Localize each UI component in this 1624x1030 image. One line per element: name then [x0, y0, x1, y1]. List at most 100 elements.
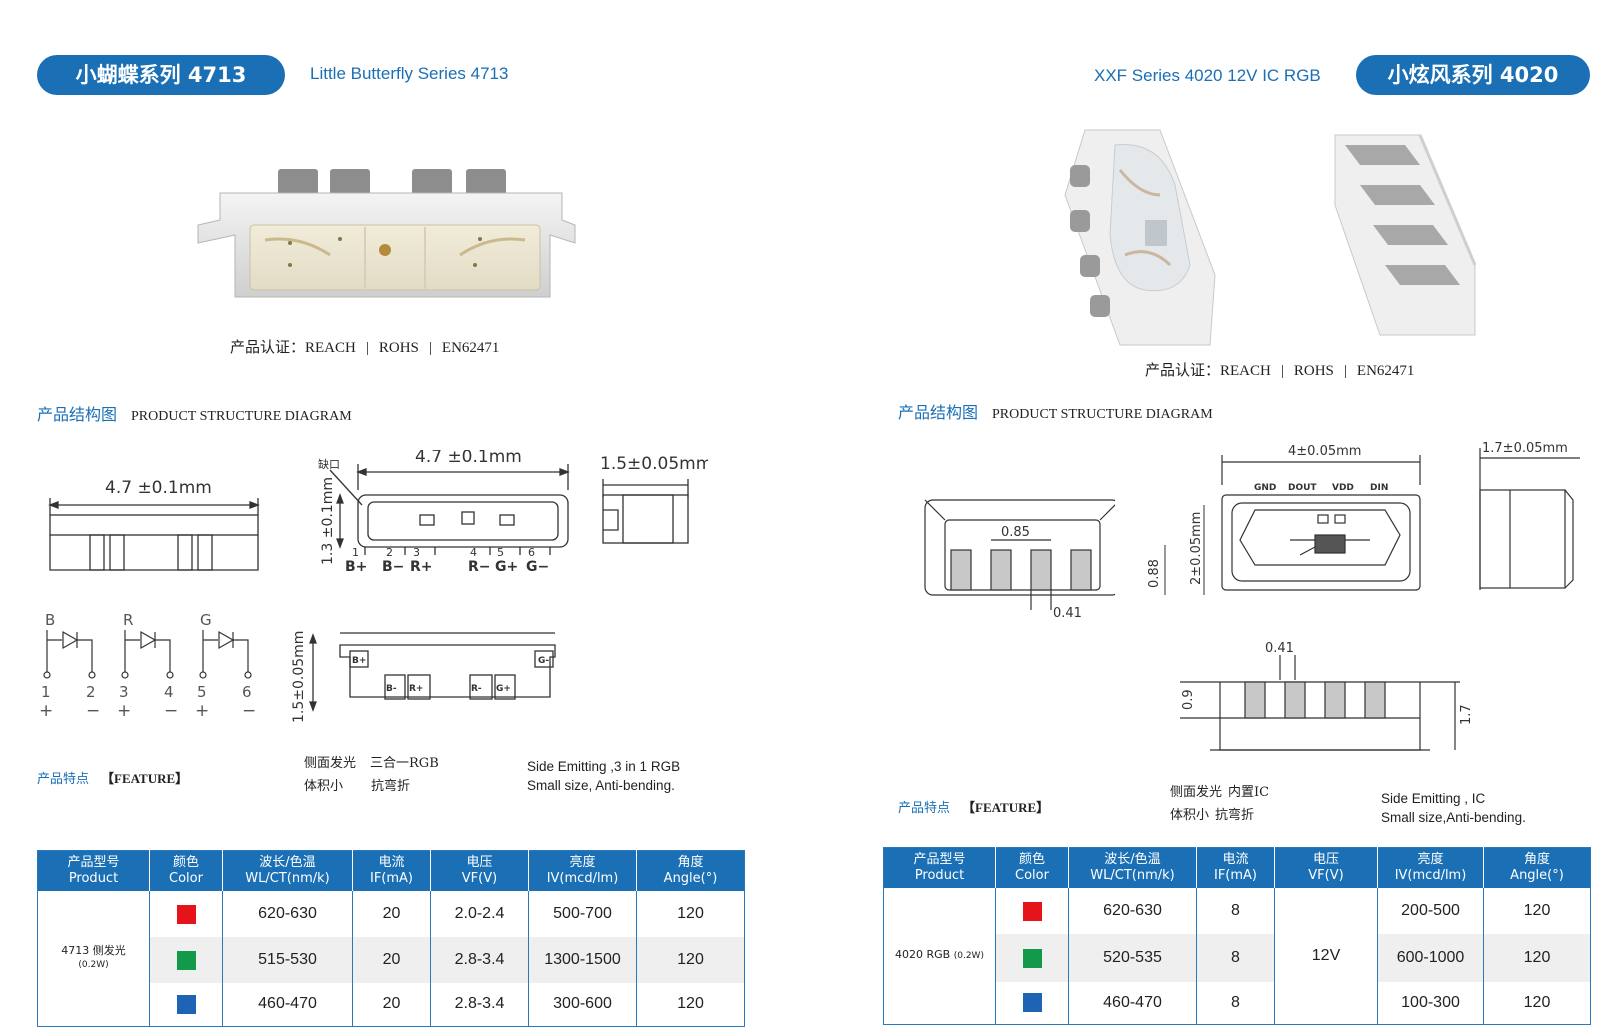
left-feature-cn: 侧面发光三合一RGB 体积小抗弯折	[304, 756, 439, 794]
svg-text:GND: GND	[1254, 483, 1276, 493]
svg-text:DIN: DIN	[1370, 483, 1388, 493]
right-feature-cn: 侧面发光内置IC 体积小抗弯折	[1170, 785, 1270, 823]
left-notch-label: 缺口	[318, 457, 340, 471]
svg-text:B-: B-	[386, 684, 397, 694]
right-top-view-diagram: 4±0.05mm GND DOUT VDD DIN	[1221, 444, 1421, 591]
svg-text:R+: R+	[410, 559, 433, 575]
right-product-image-front	[1064, 129, 1216, 346]
svg-text:−: −	[86, 701, 100, 720]
svg-text:5: 5	[497, 546, 504, 559]
svg-text:5: 5	[197, 683, 207, 701]
svg-text:+: +	[117, 701, 131, 720]
right-product-cell: 4020 RGB (0.2W)	[883, 888, 996, 1024]
svg-text:6: 6	[242, 683, 252, 701]
table-row: 460-470 8 100-300 120	[884, 982, 1591, 1024]
svg-text:B: B	[45, 611, 55, 629]
svg-text:2: 2	[386, 546, 393, 559]
right-pitch-label: 0.85	[1001, 525, 1030, 540]
left-side-width-label: 1.5±0.05mm	[600, 455, 708, 474]
left-certification: 产品认证：REACH|ROHS|EN62471	[230, 338, 500, 356]
color-swatch-blue	[1022, 993, 1042, 1013]
svg-text:6: 6	[528, 546, 535, 559]
left-series-title: 小蝴蝶系列 4713	[37, 55, 285, 95]
right-pad-view-diagram: 0.85 0.41	[924, 499, 1115, 621]
color-swatch-red	[1022, 901, 1042, 921]
table-row: 4020 RGB (0.2W) 620-630 8 12V 200-500 12…	[883, 888, 1591, 1024]
svg-text:R−: R−	[468, 559, 491, 575]
right-product-image-back	[1334, 134, 1477, 336]
svg-text:2±0.05mm: 2±0.05mm	[1189, 512, 1204, 585]
svg-text:B+: B+	[352, 656, 366, 666]
svg-text:−: −	[164, 701, 178, 720]
color-swatch-blue	[176, 994, 196, 1014]
svg-text:3: 3	[119, 683, 129, 701]
color-swatch-red	[176, 904, 196, 924]
right-series-title: 小炫风系列 4020	[1356, 55, 1590, 95]
svg-text:1.7: 1.7	[1459, 704, 1474, 725]
left-feature-heading: 产品特点【FEATURE】	[37, 771, 189, 787]
right-side-width-label: 1.7±0.05mm	[1482, 441, 1568, 456]
left-height-label: 1.3 ±0.1mm	[320, 477, 336, 565]
right-side-view-diagram: 1.7±0.05mm	[1479, 441, 1580, 590]
left-series-subtitle: Little Butterfly Series 4713	[310, 64, 509, 83]
right-certification: 产品认证：REACH|ROHS|EN62471	[1145, 361, 1415, 379]
right-height-label: 2±0.05mm	[1189, 505, 1205, 595]
left-front-width-label: 4.7 ±0.1mm	[415, 450, 522, 467]
svg-text:G−: G−	[526, 559, 549, 575]
color-swatch-green	[1022, 948, 1042, 968]
table-row: 515-530 20 2.8-3.4 1300-1500 120	[38, 937, 745, 983]
left-feature-en: Side Emitting ,3 in 1 RGB Small size, An…	[527, 759, 681, 793]
table-row: 460-470 20 2.8-3.4 300-600 120	[38, 983, 745, 1026]
svg-text:DOUT: DOUT	[1288, 483, 1317, 493]
svg-text:R-: R-	[471, 684, 482, 694]
svg-text:1: 1	[352, 546, 359, 559]
svg-text:G+: G+	[496, 684, 511, 694]
svg-text:0.88: 0.88	[1147, 559, 1162, 588]
svg-text:4: 4	[470, 546, 477, 559]
svg-text:+: +	[39, 701, 53, 720]
svg-text:+: +	[195, 701, 209, 720]
svg-text:G+: G+	[495, 559, 518, 575]
table-row: 4713 侧发光(0.2W) 620-630 20 2.0-2.4 500-70…	[37, 891, 745, 1026]
left-side-view-diagram: 1.5±0.05mm	[600, 455, 708, 544]
left-bottom-height-label: 1.5±0.05mm	[291, 631, 307, 723]
left-product-image	[197, 169, 576, 298]
svg-text:G-: G-	[538, 656, 549, 666]
right-top-width-label: 4±0.05mm	[1288, 444, 1361, 459]
right-feature-en: Side Emitting , IC Small size,Anti-bendi…	[1381, 791, 1526, 825]
right-pad-height-label: 0.88	[1147, 545, 1166, 595]
svg-text:4: 4	[164, 683, 174, 701]
left-top-width-label: 4.7 ±0.1mm	[105, 478, 212, 498]
right-profile-diagram: 0.41 0.9 1.7	[1180, 641, 1474, 751]
svg-text:VDD: VDD	[1332, 483, 1354, 493]
left-circuit-diagram: B R G 1 2 3 4 5 6 + − + − + −	[39, 611, 256, 720]
svg-text:2: 2	[86, 683, 96, 701]
svg-text:B−: B−	[382, 559, 404, 575]
table-row: 520-535 8 600-1000 120	[884, 934, 1591, 982]
svg-text:−: −	[242, 701, 256, 720]
svg-text:3: 3	[413, 546, 420, 559]
right-bottom-pad-label: 0.41	[1265, 641, 1294, 656]
left-top-view-diagram: 4.7 ±0.1mm	[48, 478, 260, 571]
right-voltage-cell: 12V	[1274, 888, 1378, 1024]
